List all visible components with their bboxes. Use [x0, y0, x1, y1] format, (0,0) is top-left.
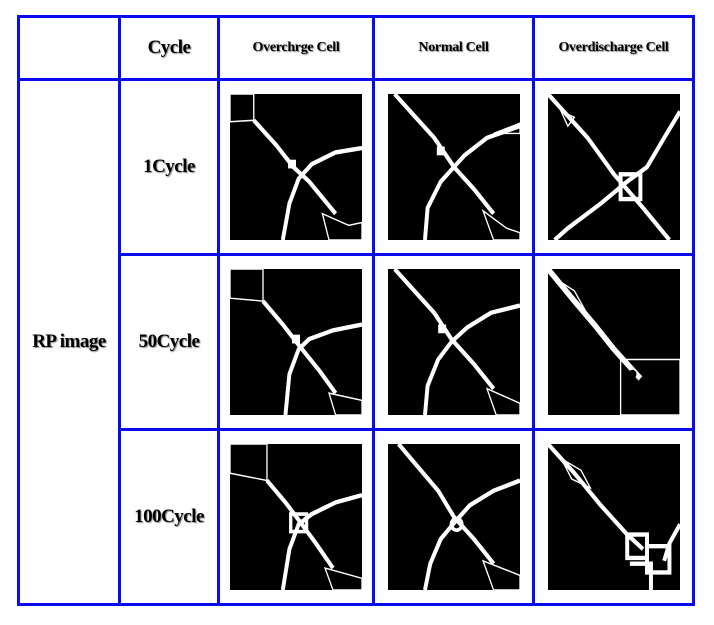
image-overdischarge-50cycle: [532, 253, 695, 431]
image-overcharge-100cycle: [217, 428, 375, 606]
image-overcharge-1cycle: [217, 78, 375, 256]
image-normal-100cycle: [372, 428, 535, 606]
cycle-label-1: 1Cycle: [118, 78, 220, 256]
cycle-label-50: 50Cycle: [118, 253, 220, 431]
image-normal-50cycle: [372, 253, 535, 431]
header-overcharge-cell: Overchrge Cell: [217, 15, 375, 81]
image-overdischarge-1cycle: [532, 78, 695, 256]
image-overdischarge-100cycle: [532, 428, 695, 606]
header-cycle: Cycle: [118, 15, 220, 81]
header-empty-cell: [17, 15, 121, 81]
header-normal-cell: Normal Cell: [372, 15, 535, 81]
cycle-label-100: 100Cycle: [118, 428, 220, 606]
image-overcharge-50cycle: [217, 253, 375, 431]
rp-image-table: Cycle Overchrge Cell Normal Cell Overdis…: [17, 15, 695, 606]
rp-image-label: RP image: [17, 78, 121, 606]
image-normal-1cycle: [372, 78, 535, 256]
header-overdischarge-cell: Overdischarge Cell: [532, 15, 695, 81]
